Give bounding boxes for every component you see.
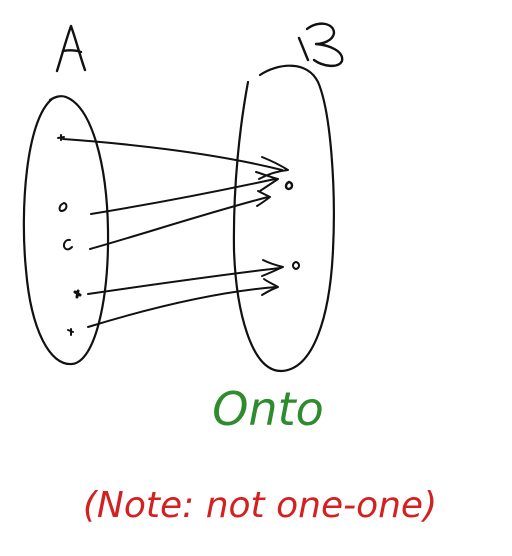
mapping-arrow-1 — [62, 138, 283, 171]
arrowhead-5 — [261, 278, 279, 296]
set-a-element-2 — [58, 202, 68, 212]
mapping-arrow-5 — [87, 286, 277, 328]
onto-title: Onto — [212, 382, 324, 436]
set-a-elements — [57, 134, 82, 336]
set-b-label: B — [297, 22, 344, 67]
not-one-one-note: (Note: not one-one) — [83, 485, 437, 526]
mapping-arrow-4 — [87, 267, 281, 295]
set-a-element-1 — [57, 134, 65, 141]
set-b-element-2 — [292, 261, 300, 270]
mapping-arrow-3 — [89, 196, 269, 250]
set-a-label: A — [55, 24, 87, 73]
set-a-ellipse — [22, 95, 110, 366]
set-a-element-5 — [67, 328, 74, 336]
arrowhead-4 — [261, 259, 284, 277]
set-b-ellipse — [232, 64, 335, 373]
set-b-element-1 — [284, 180, 294, 191]
set-a-element-4 — [73, 289, 82, 299]
arrowhead-3 — [256, 190, 271, 207]
arrowhead-2 — [255, 171, 279, 192]
mapping-arrows — [62, 138, 289, 328]
set-a-element-3 — [62, 238, 73, 251]
mapping-arrow-2 — [90, 178, 276, 215]
set-b-elements — [284, 180, 300, 270]
